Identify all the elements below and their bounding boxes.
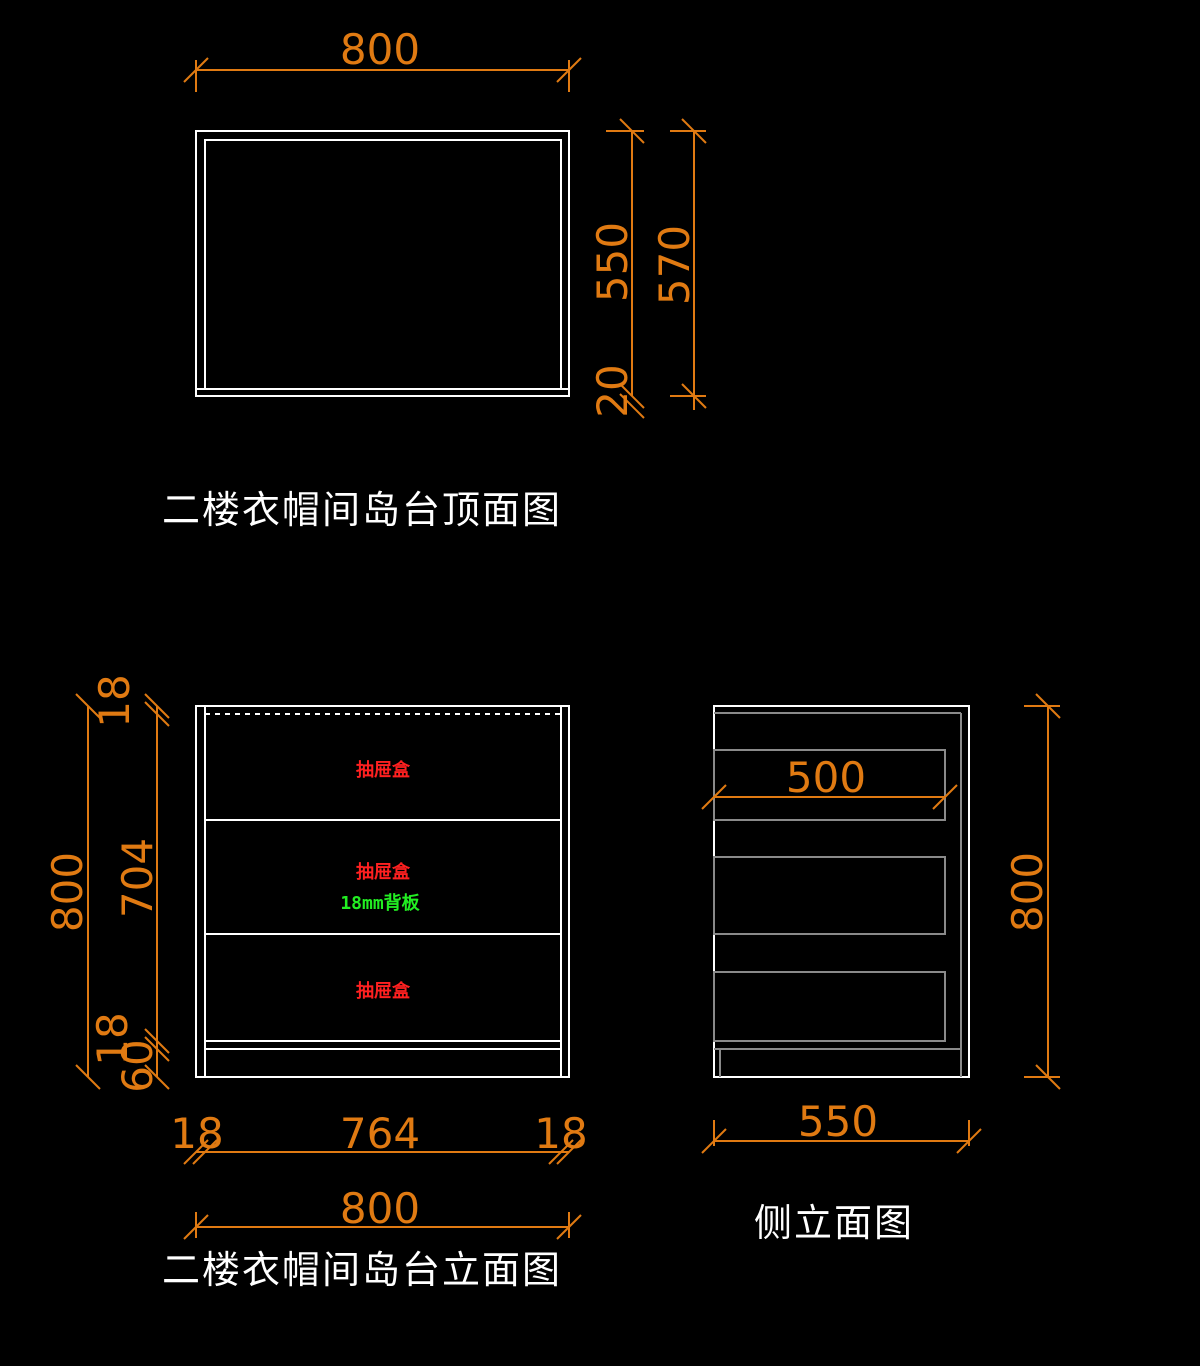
front-bottom-board-dim: 18 xyxy=(88,1012,137,1065)
front-inner-width-dim: 764 xyxy=(340,1109,420,1158)
front-left-side-dim: 18 xyxy=(170,1109,223,1158)
drawer-label-bottom: 抽屉盒 xyxy=(356,980,411,1002)
front-view-notes: 抽屉盒 抽屉盒 18mm背板 抽屉盒 xyxy=(340,759,420,1002)
top-depth-outer-dim: 570 xyxy=(650,225,699,305)
side-height-dim: 800 xyxy=(1003,852,1052,932)
front-top-board-dim: 18 xyxy=(90,674,139,727)
front-view-dimensions xyxy=(75,693,582,1240)
front-outer-outline xyxy=(195,705,570,1078)
front-overall-width-dim: 800 xyxy=(340,1184,420,1233)
front-inner-height-dim: 704 xyxy=(113,838,162,918)
side-drawer-box-2 xyxy=(713,856,946,935)
top-width-dim: 800 xyxy=(340,25,420,74)
front-plinth-dim: 60 xyxy=(113,1039,162,1092)
front-right-side-dim: 18 xyxy=(534,1109,587,1158)
side-view-title: 侧立面图 xyxy=(754,1201,914,1245)
side-drawer-box-1 xyxy=(713,749,946,821)
side-view-dimensions xyxy=(701,693,1061,1154)
top-view-title: 二楼衣帽间岛台顶面图 xyxy=(162,488,562,532)
top-inner-outline xyxy=(204,139,562,390)
front-view xyxy=(195,705,570,1078)
drawer-label-top: 抽屉盒 xyxy=(356,759,411,781)
top-front-board-dim: 20 xyxy=(588,364,637,417)
side-drawer-depth-dim: 500 xyxy=(786,753,866,802)
front-overall-height-dim: 800 xyxy=(43,852,92,932)
side-view xyxy=(713,705,970,1078)
top-outer-outline xyxy=(195,130,570,397)
front-view-dimension-text: 800 704 18 18 60 18 764 18 800 xyxy=(43,674,588,1233)
side-view-dimension-text: 500 800 550 xyxy=(786,753,1052,1146)
front-view-title: 二楼衣帽间岛台立面图 xyxy=(162,1248,562,1292)
top-depth-inner-dim: 550 xyxy=(588,222,637,302)
back-panel-label: 18mm背板 xyxy=(340,892,420,914)
drawer-label-middle: 抽屉盒 xyxy=(356,861,411,883)
side-depth-dim: 550 xyxy=(798,1097,878,1146)
top-view xyxy=(195,130,570,397)
top-view-dimension-text: 800 550 570 20 xyxy=(340,25,699,418)
top-view-dimensions xyxy=(183,57,707,419)
side-drawer-box-3 xyxy=(713,971,946,1042)
